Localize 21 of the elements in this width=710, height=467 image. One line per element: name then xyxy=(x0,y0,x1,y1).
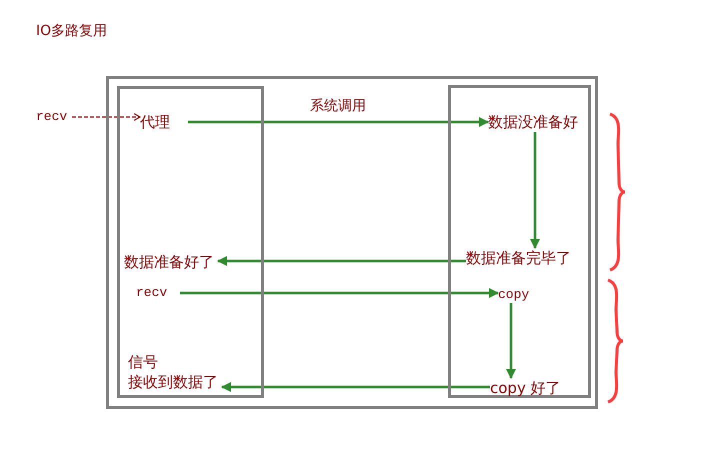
step-text: 数据没准备好 xyxy=(488,112,579,132)
arrow xyxy=(530,132,540,249)
diagram-title: IO多路复用 xyxy=(36,22,108,40)
step-text: 信号 xyxy=(128,352,159,372)
panel-frame xyxy=(106,76,598,409)
arrow xyxy=(180,288,499,298)
arrow xyxy=(221,382,490,392)
panel-frame xyxy=(117,86,264,398)
step-text: 接收到数据了 xyxy=(128,372,219,392)
step-text: recv xyxy=(36,109,68,125)
arrow xyxy=(188,117,489,127)
arrow xyxy=(506,303,516,379)
step-text: 数据准备完毕了 xyxy=(466,248,572,268)
step-text: copy 好了 xyxy=(490,378,562,398)
panel-frame xyxy=(448,85,591,398)
step-text: 数据准备好了 xyxy=(124,252,215,272)
step-text: copy xyxy=(498,287,530,303)
arrow xyxy=(217,256,466,266)
step-text: recv xyxy=(136,285,168,301)
arrow xyxy=(72,113,141,121)
step-text: 代理 xyxy=(140,112,171,132)
